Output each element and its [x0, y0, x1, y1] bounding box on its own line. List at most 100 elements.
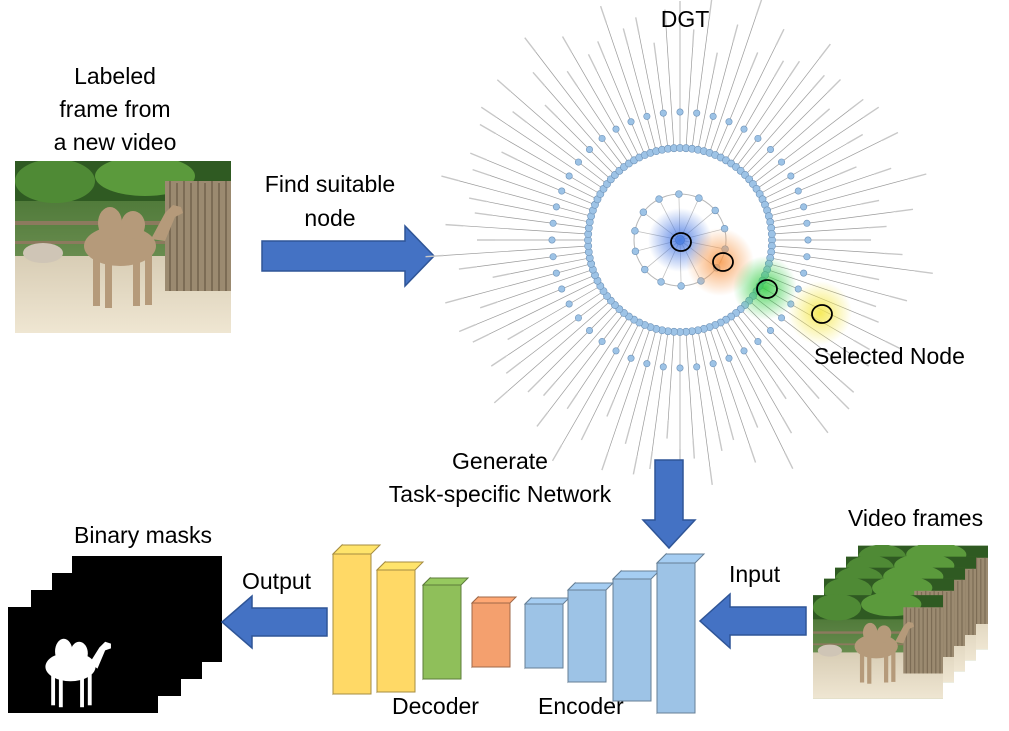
tree-node	[740, 347, 748, 355]
tree-node	[676, 108, 684, 116]
tree-branch	[740, 88, 813, 172]
tree-node	[725, 118, 733, 126]
tree-branch	[714, 68, 752, 156]
tree-branch	[665, 27, 675, 149]
tree-branch	[486, 159, 596, 206]
tree-node	[574, 158, 582, 166]
tree-node	[767, 145, 775, 153]
tree-node	[552, 203, 560, 211]
tree-leaf-label	[666, 420, 669, 439]
tree-leaf-label	[815, 108, 831, 122]
tree-node	[767, 230, 776, 238]
tree-leaf-label	[479, 123, 496, 135]
tree-leaf-label	[580, 423, 590, 441]
tree-node	[627, 354, 635, 362]
tree-branch	[768, 178, 910, 217]
tree-branch	[770, 257, 862, 277]
tree-branch	[703, 328, 730, 423]
tree-node	[659, 109, 667, 117]
tree-node	[803, 219, 811, 227]
tree-branch	[685, 47, 693, 149]
tree-leaf-label	[884, 252, 903, 256]
tree-leaf-label	[861, 199, 880, 205]
tree-branch	[496, 116, 604, 190]
tree-leaf-label	[441, 175, 459, 182]
tree-leaf-label	[713, 52, 718, 71]
tree-branch	[720, 322, 786, 453]
tree-leaf-label	[863, 106, 880, 118]
tree-leaf-label	[885, 340, 902, 350]
selected-node-ring	[670, 232, 692, 252]
tree-leaf-label	[551, 444, 563, 462]
dgt-tree	[425, 0, 933, 485]
tree-leaf-label	[664, 9, 667, 28]
tree-branch	[458, 180, 592, 217]
tree-leaf-label	[501, 151, 518, 161]
tree-leaf-label	[601, 452, 609, 471]
tree-branch	[607, 327, 651, 454]
tree-leaf-label	[566, 70, 578, 87]
tree-leaf-label	[635, 17, 640, 36]
tree-leaf-label	[709, 466, 713, 485]
tree-leaf-label	[835, 395, 850, 410]
tree-leaf-label	[606, 399, 615, 417]
tree-node	[754, 338, 762, 346]
tree-leaf-label	[839, 379, 855, 393]
tree-node	[549, 219, 557, 227]
tree-branch	[475, 274, 596, 325]
decoder-block-2	[375, 560, 425, 694]
tree-node	[612, 347, 620, 355]
tree-branch	[576, 316, 630, 395]
tree-node	[709, 360, 717, 368]
tree-branch	[489, 175, 593, 211]
tree-leaf-label	[624, 426, 631, 444]
tree-leaf-label	[544, 104, 559, 119]
tree-leaf-label	[536, 411, 549, 427]
tree-branch	[486, 201, 590, 223]
tree-leaf-label	[908, 173, 927, 180]
tree-node	[787, 172, 795, 180]
tree-node	[585, 145, 593, 153]
tree-branch	[492, 214, 589, 229]
tree-leaf-label	[445, 223, 464, 227]
tree-leaf-label	[773, 60, 785, 77]
tree-branch	[510, 91, 612, 180]
find-node-arrow	[261, 224, 436, 288]
labeled-frame-label-line3: a new video	[53, 129, 177, 155]
find-node-label-line1: Find suitable	[264, 171, 396, 197]
tree-branch	[629, 328, 657, 427]
tree-node	[778, 158, 786, 166]
decoder-label: Decoder	[392, 693, 479, 719]
tree-node	[659, 363, 667, 371]
tree-leaf-label	[853, 339, 871, 351]
tree-leaf-label	[873, 167, 892, 175]
tree-branch	[771, 245, 885, 254]
tree-leaf-label	[490, 355, 507, 367]
tree-branch	[667, 331, 675, 421]
tree-leaf-label	[750, 410, 759, 428]
tree-branch	[544, 85, 620, 172]
tree-branch	[656, 60, 669, 149]
tree-branch	[495, 133, 601, 195]
tree-branch	[526, 122, 608, 185]
tree-node	[655, 195, 663, 203]
tree-branch	[697, 70, 715, 150]
encoder-decoder-network	[331, 543, 706, 715]
tree-leaf-label	[691, 29, 695, 48]
encoder-block-3	[611, 569, 661, 703]
tree-node	[558, 285, 566, 293]
tree-leaf-label	[818, 43, 831, 59]
tree-branch	[767, 173, 875, 211]
output-label: Output	[242, 568, 312, 594]
tree-branch	[540, 304, 616, 380]
tree-leaf-label	[728, 422, 735, 441]
tree-branch	[462, 263, 592, 299]
tree-branch	[691, 331, 711, 468]
tree-leaf-label	[861, 314, 879, 323]
tree-branch	[589, 322, 640, 425]
tree-leaf-label	[597, 41, 606, 59]
tree-leaf-label	[853, 355, 870, 367]
selected-node-ring	[811, 304, 833, 324]
tree-leaf-label	[566, 393, 578, 410]
tree-node	[585, 327, 593, 335]
